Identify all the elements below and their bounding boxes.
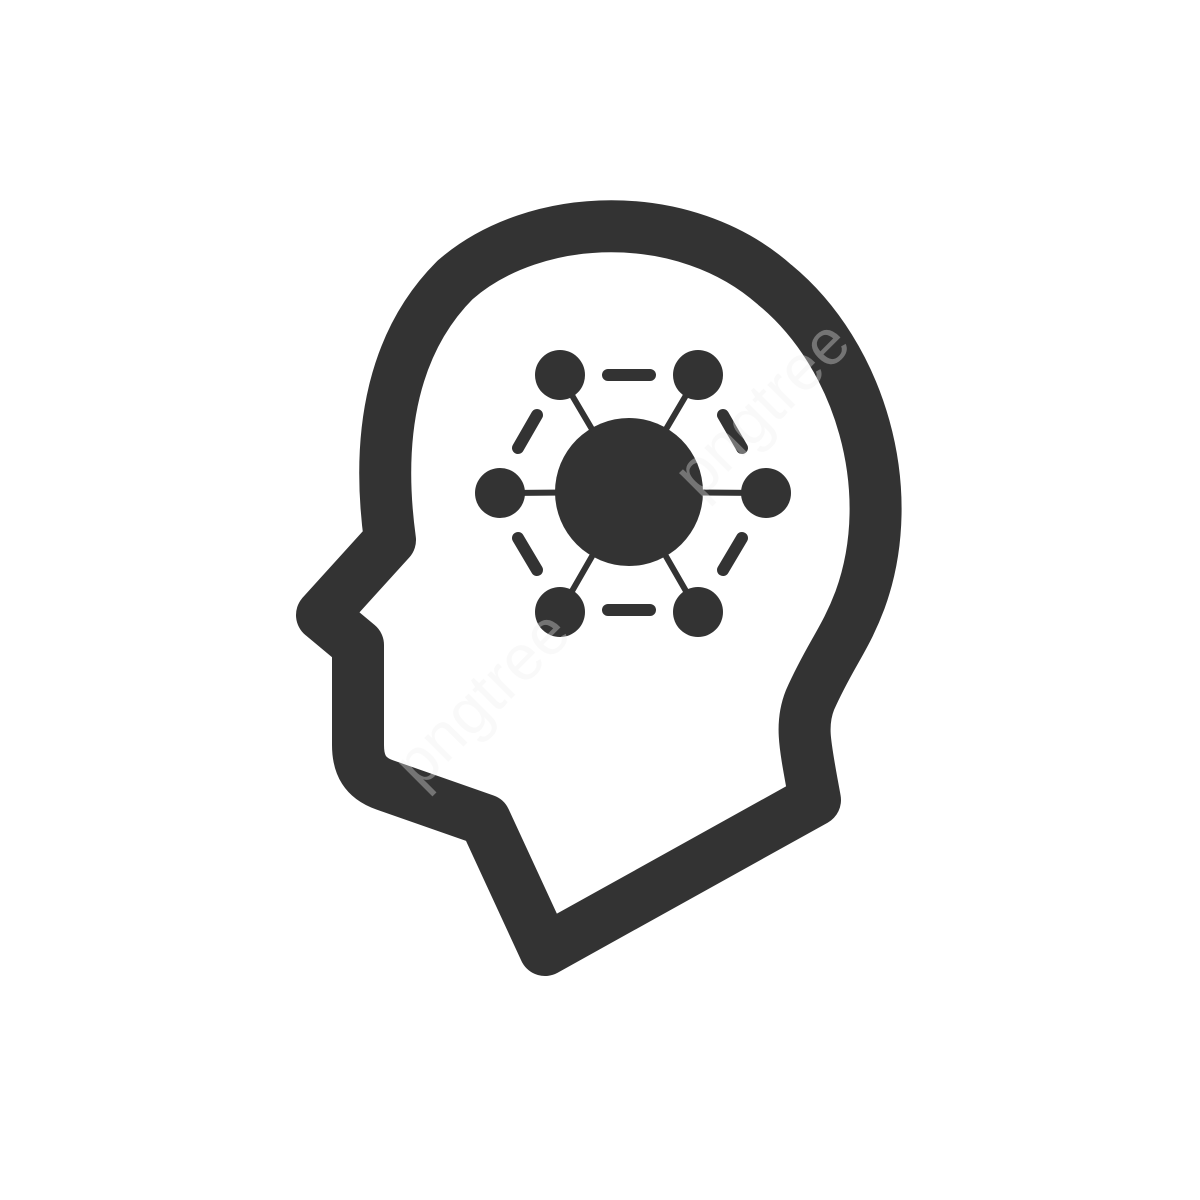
network-nodes — [475, 350, 791, 637]
node-right — [741, 468, 791, 518]
watermark-text: pngtree — [379, 596, 583, 800]
dash-upper-right — [717, 409, 748, 454]
node-top-right — [673, 350, 723, 400]
dash-lower-left — [512, 532, 543, 576]
node-top-left — [535, 350, 585, 400]
head-outline — [296, 200, 902, 976]
dash-lower-right — [717, 532, 748, 576]
network-dashes — [512, 369, 748, 616]
node-bottom-right — [673, 587, 723, 637]
hub-node — [555, 418, 703, 566]
dash-upper-left — [512, 409, 543, 454]
node-left — [475, 468, 525, 518]
node-bottom-left — [535, 587, 585, 637]
